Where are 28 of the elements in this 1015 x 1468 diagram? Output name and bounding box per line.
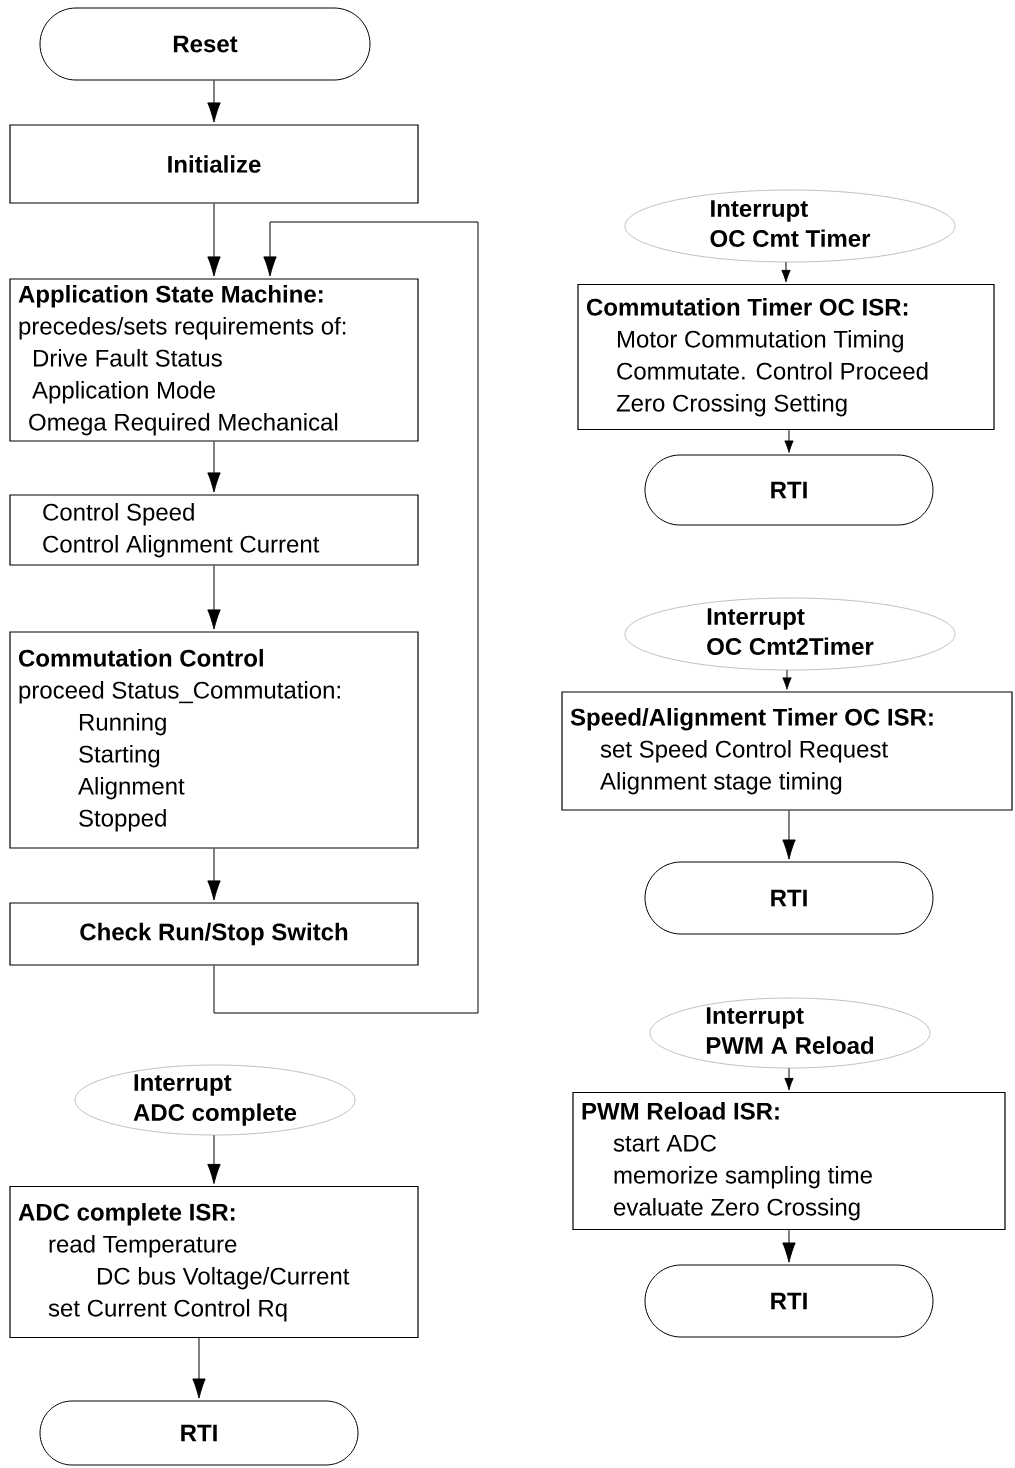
process-box: Control Speed Control Alignment Current <box>9 494 419 566</box>
arrow <box>781 261 791 283</box>
terminator: RTI <box>644 861 934 935</box>
arrow <box>784 1067 794 1091</box>
terminator: RTI <box>39 1400 359 1466</box>
terminator: RTI <box>644 454 934 526</box>
arrow <box>207 1134 221 1184</box>
process-box: Initialize <box>9 124 419 204</box>
process-box: ADC complete ISR: read Temperature DC bus Voltage/Current set Current Control Rq <box>9 1185 419 1339</box>
arrow <box>784 429 794 453</box>
arrow <box>207 565 221 630</box>
process-box: Check Run/Stop Switch <box>9 902 419 966</box>
process-box: Commutation Timer OC ISR: Motor Commutation Timing Commutate. Control Proceed Zero Crossing Setting <box>577 283 995 431</box>
process-box: PWM Reload ISR: start ADC memorize sampling time evaluate Zero Crossing <box>572 1091 1006 1231</box>
arrow <box>192 1337 206 1399</box>
process-box: Commutation Control proceed Status_Commutation: Running Starting Alignment Stopped <box>9 631 419 849</box>
process-box: Speed/Alignment Timer OC ISR: set Speed Control Request Alignment stage timing <box>561 691 1013 811</box>
arrow <box>782 1229 796 1263</box>
arrow <box>782 669 792 690</box>
arrow <box>207 441 221 493</box>
terminator: Reset <box>39 7 371 81</box>
process-box: Application State Machine: precedes/sets requirements of: Drive Fault Status Application Mode Omega Required Mechanical <box>9 278 419 442</box>
terminator: RTI <box>644 1264 934 1338</box>
arrow <box>782 810 796 860</box>
loop-arrow <box>213 221 479 1014</box>
arrow <box>207 848 221 901</box>
arrow <box>207 80 221 123</box>
arrow <box>207 203 221 277</box>
